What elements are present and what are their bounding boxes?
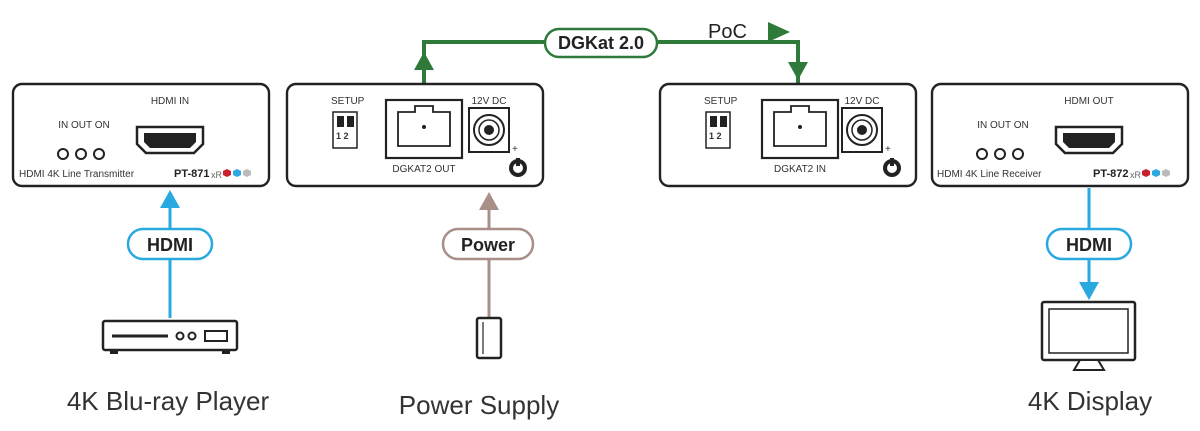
dip-switch-icon <box>705 111 731 149</box>
hdmi-port-icon <box>1054 125 1124 155</box>
hdmi-output-link: HDMI <box>1045 188 1133 300</box>
arrow-icon <box>160 190 180 208</box>
rj45-port-icon <box>384 98 464 160</box>
rx-device-name: HDMI 4K Line Receiver <box>937 169 1042 180</box>
rx-port-label: DGKAT2 IN <box>774 164 826 175</box>
poc-label: PoC <box>708 21 747 43</box>
arrow-icon <box>414 52 434 70</box>
receiver-rear: SETUP 1 2 DGKAT2 IN 12V DC + <box>658 82 918 188</box>
brand-dot-red <box>223 169 231 177</box>
tx-switch-numbers: 1 2 <box>336 131 349 141</box>
rx-setup-label: SETUP <box>704 96 738 107</box>
hdmi-port-icon <box>135 125 205 155</box>
hdmi-input-pill <box>126 227 214 261</box>
led-on <box>1012 148 1024 160</box>
svg-text:+: + <box>512 144 518 155</box>
power-plug-symbol-icon: + <box>509 144 527 177</box>
led-in <box>976 148 988 160</box>
tx-model-suffix: xR <box>211 170 223 180</box>
hdmi-input-link: HDMI <box>126 190 214 318</box>
tx-dc-label: 12V DC <box>471 96 506 107</box>
brand-dot-gray <box>1162 169 1170 177</box>
power-link: Power <box>441 192 535 318</box>
power-supply-icon <box>475 316 503 360</box>
led-out <box>994 148 1006 160</box>
hdmi-output-pill <box>1045 227 1133 261</box>
led-out <box>75 148 87 160</box>
brand-dot-red <box>1142 169 1150 177</box>
dgkat-label: DGKat 2.0 <box>558 33 644 53</box>
blu-ray-player-icon <box>101 319 239 354</box>
rx-switch-numbers: 1 2 <box>709 131 722 141</box>
receiver-front: HDMI OUT IN OUT ON HDMI 4K Line Receiver… <box>930 82 1190 188</box>
rx-led-labels: IN OUT ON <box>977 120 1028 131</box>
rx-hdmi-label: HDMI OUT <box>1064 96 1113 107</box>
dip-switch-icon <box>332 111 358 149</box>
power-label: Power <box>461 235 515 255</box>
tx-port-label: DGKAT2 OUT <box>392 164 455 175</box>
tx-setup-label: SETUP <box>331 96 365 107</box>
brand-dot-gray <box>243 169 251 177</box>
transmitter-front: HDMI IN IN OUT ON HDMI 4K Line Transmitt… <box>11 82 271 188</box>
display-icon <box>1040 300 1137 371</box>
arrow-icon <box>768 22 790 42</box>
power-plug-symbol-icon: + <box>883 144 901 177</box>
tx-hdmi-label: HDMI IN <box>151 96 189 107</box>
rj45-port-icon <box>760 98 840 160</box>
rx-model-suffix: xR <box>1130 170 1142 180</box>
brand-dot-blue <box>233 169 241 177</box>
dgkat-pill <box>543 27 659 59</box>
dc-jack-icon <box>841 107 883 153</box>
power-pill <box>441 227 535 261</box>
transmitter-rear: SETUP 1 2 DGKAT2 OUT 12V DC + <box>285 82 545 188</box>
dgkat-link: DGKat 2.0 PoC <box>414 21 808 100</box>
caption-power: Power Supply <box>399 390 559 420</box>
caption-display: 4K Display <box>1028 386 1152 416</box>
tx-model: PT-871 <box>174 168 209 180</box>
dc-jack-icon <box>468 107 510 153</box>
rx-model: PT-872 <box>1093 168 1128 180</box>
tx-led-labels: IN OUT ON <box>58 120 109 131</box>
caption-source: 4K Blu-ray Player <box>67 386 270 416</box>
led-in <box>57 148 69 160</box>
rx-dc-label: 12V DC <box>844 96 879 107</box>
hdmi-output-label: HDMI <box>1066 235 1112 255</box>
arrow-icon <box>1079 282 1099 300</box>
svg-text:+: + <box>885 144 891 155</box>
hdmi-input-label: HDMI <box>147 235 193 255</box>
tx-device-name: HDMI 4K Line Transmitter <box>19 169 135 180</box>
led-on <box>93 148 105 160</box>
arrow-icon <box>479 192 499 210</box>
brand-dot-blue <box>1152 169 1160 177</box>
arrow-icon <box>788 62 808 80</box>
